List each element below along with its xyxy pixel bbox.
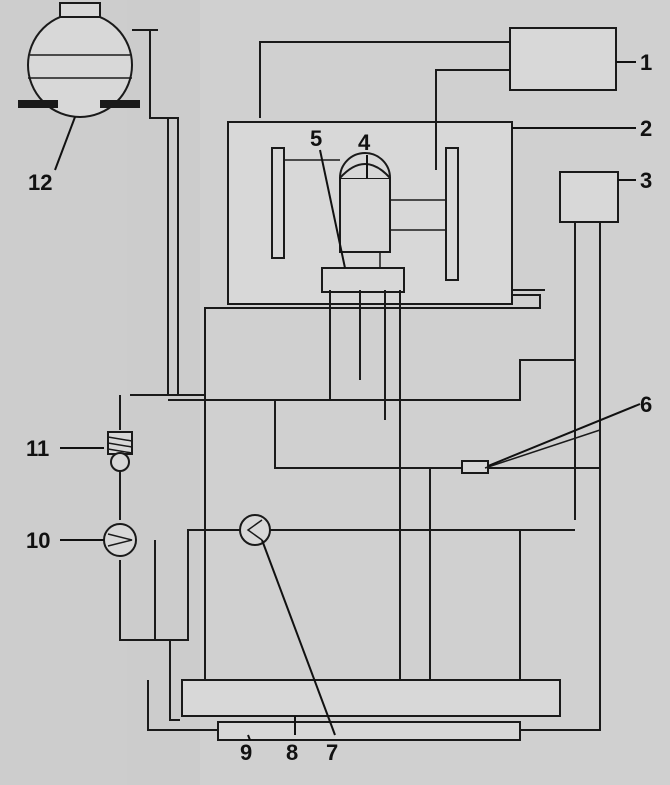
callout-12: 12 [28, 170, 52, 195]
pipe-network [119, 41, 601, 731]
heater-11 [107, 431, 133, 472]
callout-8: 8 [286, 740, 298, 765]
callout-5: 5 [310, 126, 322, 151]
callout-2: 2 [640, 116, 652, 141]
callout-10: 10 [26, 528, 50, 553]
callout-7: 7 [326, 740, 338, 765]
tank-8 [181, 679, 561, 717]
central-left-channel [271, 147, 285, 259]
callout-6: 6 [640, 392, 652, 417]
leader-lines [54, 61, 641, 741]
pump-7 [239, 514, 271, 546]
unit-1-box [509, 27, 617, 91]
pump-10 [103, 523, 137, 557]
radiator-9 [217, 721, 521, 741]
callout-4: 4 [358, 130, 371, 155]
manifold-5 [321, 267, 405, 293]
expansion-tank [18, 2, 179, 330]
valve-6 [461, 460, 489, 474]
unit-3-box [559, 171, 619, 223]
callout-9: 9 [240, 740, 252, 765]
callout-1: 1 [640, 50, 652, 75]
central-right-channel [445, 147, 459, 281]
callout-3: 3 [640, 168, 652, 193]
callout-11: 11 [26, 436, 49, 461]
